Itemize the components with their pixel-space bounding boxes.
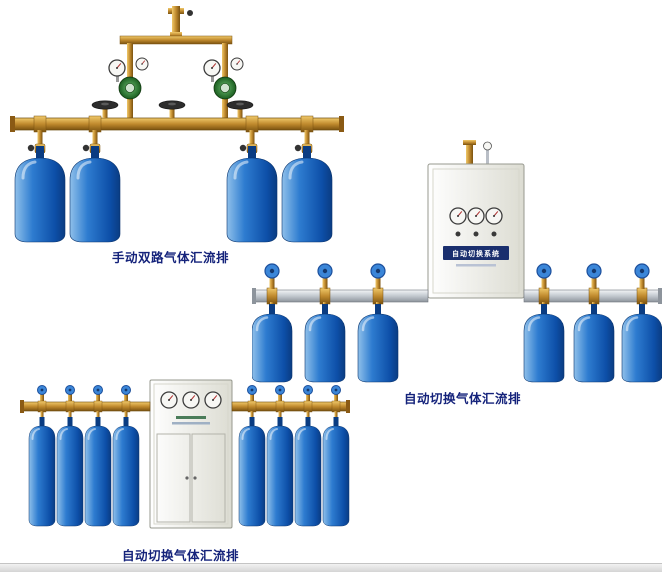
- valve-handwheel: [226, 100, 254, 119]
- pressure-gauge: [467, 207, 485, 225]
- door-handle: [193, 476, 197, 480]
- cylinder-station-valve: [65, 385, 75, 422]
- pressure-gauge: [182, 391, 200, 409]
- product-caption: 自动切换气体汇流排: [122, 549, 240, 563]
- gas-cylinder: [68, 144, 122, 244]
- control-cabinet: [149, 379, 233, 529]
- gas-cylinder: [303, 302, 347, 384]
- manifold-main-pipe: [10, 116, 344, 132]
- cylinder-station-valve: [275, 385, 285, 422]
- top-gauge: [483, 141, 492, 151]
- manifold-pipe: [252, 288, 662, 304]
- knob: [491, 231, 497, 237]
- cabinet-door: [191, 433, 226, 523]
- manifold-header-piping: [119, 6, 233, 79]
- product-image-auto-switch-wall: 自动切换系统: [252, 140, 662, 384]
- pressure-gauge: [449, 207, 467, 225]
- gas-cylinder: [56, 416, 84, 527]
- cylinder-station-valve: [303, 385, 313, 422]
- pressure-gauge: [204, 391, 222, 409]
- control-cabinet: 自动切换系统: [427, 140, 525, 299]
- bottom-border-strip: [0, 563, 662, 572]
- top-valve-handle: [187, 10, 193, 16]
- cylinder-station-valve: [121, 385, 131, 422]
- valve-handwheel: [158, 100, 186, 119]
- gas-cylinder: [112, 416, 140, 527]
- cylinder-station-valve: [331, 385, 341, 422]
- product-image-manual-dual-manifold: [10, 6, 344, 244]
- gas-cylinder: [620, 302, 662, 384]
- door-handle: [185, 476, 189, 480]
- gas-cylinder: [28, 416, 56, 527]
- gas-cylinder: [322, 416, 350, 527]
- gas-cylinder: [238, 416, 266, 527]
- gas-cylinder: [84, 416, 112, 527]
- knob: [473, 231, 479, 237]
- pressure-gauge: [160, 391, 178, 409]
- gas-cylinder: [13, 144, 67, 244]
- gas-cylinder: [266, 416, 294, 527]
- gas-cylinder: [356, 302, 400, 384]
- gas-cylinder: [572, 302, 616, 384]
- product-caption: 自动切换气体汇流排: [404, 392, 522, 406]
- valve-handwheel: [91, 100, 119, 119]
- cabinet-plaque: [443, 246, 509, 260]
- cabinet-plaque-label: 自动切换系统: [452, 249, 500, 258]
- knob: [455, 231, 461, 237]
- gas-cylinder: [252, 302, 294, 384]
- cylinder-station-valve: [37, 385, 47, 422]
- gas-cylinder: [294, 416, 322, 527]
- pressure-gauge: [485, 207, 503, 225]
- manifold-pipe: [20, 400, 350, 413]
- gas-cylinder: [522, 302, 566, 384]
- cylinder-station-valve: [93, 385, 103, 422]
- product-image-auto-switch-floor: [20, 379, 350, 529]
- cabinet-door: [156, 433, 191, 523]
- product-caption: 手动双路气体汇流排: [112, 251, 230, 265]
- cylinder-station-valve: [247, 385, 257, 422]
